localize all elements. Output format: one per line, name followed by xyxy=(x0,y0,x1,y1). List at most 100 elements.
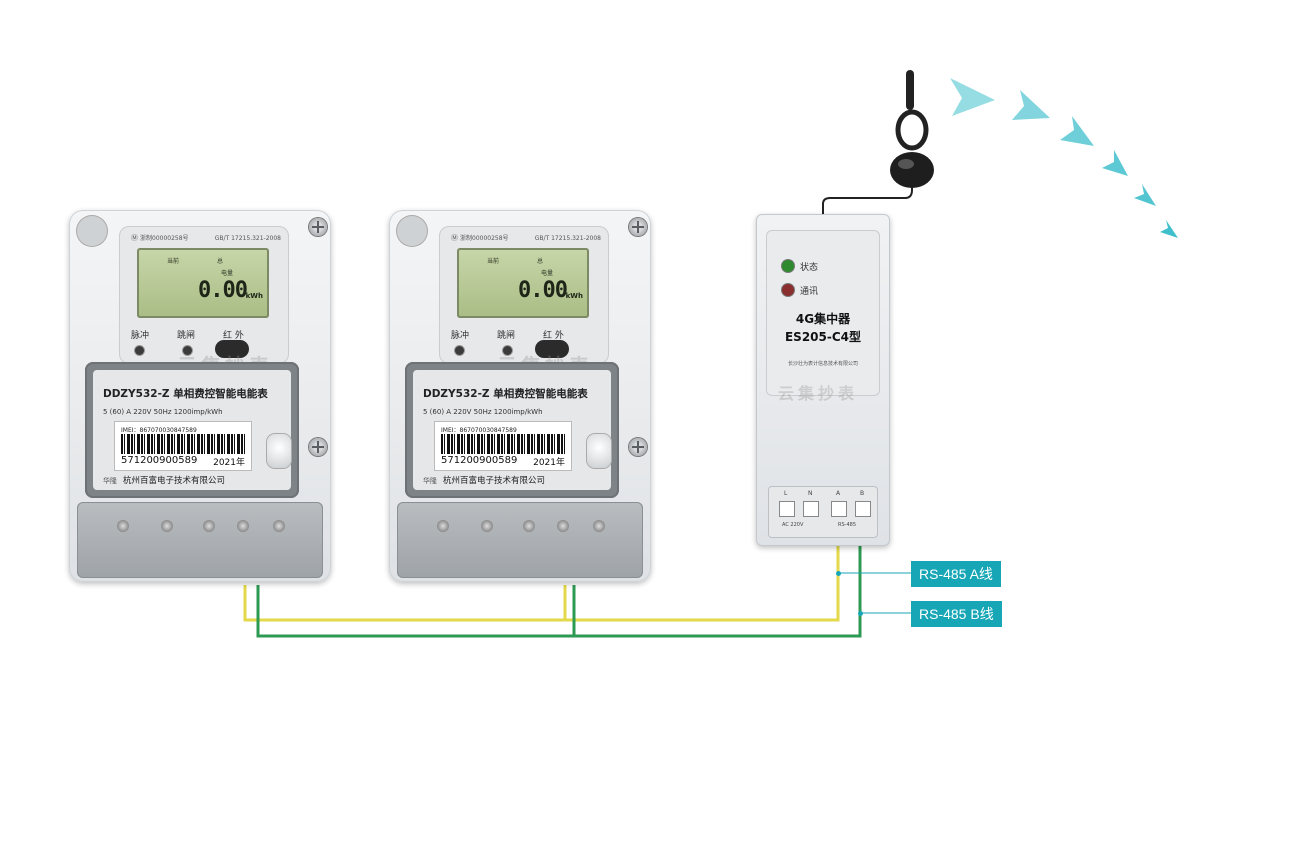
concentrator-company: 长沙壮为表计信息技术有限公司 xyxy=(787,361,858,367)
watermark: 云集抄表 xyxy=(778,384,859,403)
cert-code: 浙制00000258号 xyxy=(140,235,189,242)
lcd-label-total: 总 xyxy=(537,258,544,265)
imei-text: IMEI：867070030847589 xyxy=(441,427,517,434)
screw-icon xyxy=(629,438,647,456)
lcd-label-energy: 电量 xyxy=(541,270,554,277)
indicator-ir-label: 红 外 xyxy=(543,331,564,341)
meter-company: 华隆杭州百富电子技术有限公司 xyxy=(423,474,545,486)
connection-dot xyxy=(836,571,841,576)
manufacture-year: 2021年 xyxy=(533,458,565,468)
concentrator-title: 4G集中器 xyxy=(795,312,851,326)
lcd-reading: 0.00 xyxy=(518,278,568,303)
terminal-screw-icon xyxy=(161,520,173,532)
trip-led-icon xyxy=(183,346,192,355)
standard-code: GB/T 17215.321-2008 xyxy=(534,234,601,242)
terminal-label-l: L xyxy=(784,490,788,497)
imei-text: IMEI：867070030847589 xyxy=(121,427,197,434)
rs485-b-label: RS-485 B线 xyxy=(911,601,1002,627)
indicator-trip-label: 跳闸 xyxy=(497,331,516,341)
indicator-pulse-label: 脉冲 xyxy=(451,331,470,341)
lcd-unit: kWh xyxy=(565,292,583,300)
lcd-unit: kWh xyxy=(245,292,263,300)
indicator-trip-label: 跳闸 xyxy=(177,331,196,341)
ir-window-icon xyxy=(535,340,569,358)
lcd-screen: 当前 总 电量 0.00 kWh xyxy=(457,248,589,318)
terminal-screw-icon xyxy=(481,520,493,532)
connection-dot xyxy=(858,611,863,616)
standard-code: GB/T 17215.321-2008 xyxy=(214,234,281,242)
rs485-a-label: RS-485 A线 xyxy=(911,561,1001,587)
terminal-port-icon xyxy=(832,502,846,516)
signal-arrows xyxy=(950,78,1178,238)
terminal-port-icon xyxy=(804,502,818,516)
concentrator-front-panel: 状态 通讯 4G集中器 ES205-C4型 长沙壮为表计信息技术有限公司 xyxy=(766,230,880,396)
signal-arrow-icon xyxy=(950,78,995,116)
terminal-sub-rs485: RS-485 xyxy=(838,522,856,528)
meter-model: DDZY532-Z 单相费控智能电能表 xyxy=(103,388,268,400)
manufacture-year: 2021年 xyxy=(213,458,245,468)
lcd-label-total: 总 xyxy=(217,258,224,265)
concentrator-terminal: L N A B AC 220V RS-485 xyxy=(768,486,878,538)
seal-icon xyxy=(77,216,107,246)
comm-led-icon xyxy=(782,284,794,296)
signal-arrow-icon xyxy=(1134,184,1156,206)
status-label: 状态 xyxy=(800,263,819,273)
terminal-label-a: A xyxy=(836,490,841,497)
cmc-icon: Ⓜ xyxy=(451,234,458,242)
company-name: 杭州百富电子技术有限公司 xyxy=(443,476,546,486)
terminal-screw-icon xyxy=(203,520,215,532)
lcd-label-current: 当前 xyxy=(487,258,500,265)
serial-number: 571200900589 xyxy=(121,455,198,466)
barcode-icon xyxy=(441,434,565,454)
pulse-led-icon xyxy=(135,346,144,355)
signal-arrow-icon xyxy=(1160,220,1178,238)
terminal-screw-icon xyxy=(237,520,249,532)
seal-icon xyxy=(397,216,427,246)
terminal-block xyxy=(77,502,323,578)
terminal-port-icon xyxy=(780,502,794,516)
terminal-block xyxy=(397,502,643,578)
comm-label: 通讯 xyxy=(800,287,819,297)
ir-window-icon xyxy=(215,340,249,358)
meter-company: 华隆杭州百富电子技术有限公司 xyxy=(103,474,225,486)
terminal-screw-icon xyxy=(557,520,569,532)
meter-spec: 5 (60) A 220V 50Hz 1200imp/kWh xyxy=(103,408,223,416)
nameplate: DDZY532-Z 单相费控智能电能表 5 (60) A 220V 50Hz 1… xyxy=(85,362,299,498)
lcd-label-current: 当前 xyxy=(167,258,180,265)
company-name: 杭州百富电子技术有限公司 xyxy=(123,476,226,486)
meter-spec: 5 (60) A 220V 50Hz 1200imp/kWh xyxy=(423,408,543,416)
antenna-icon xyxy=(890,70,934,188)
imei-label: IMEI：867070030847589 571200900589 2021年 xyxy=(115,422,251,470)
serial-number: 571200900589 xyxy=(441,455,518,466)
imei-label: IMEI：867070030847589 571200900589 2021年 xyxy=(435,422,571,470)
barcode-icon xyxy=(121,434,245,454)
terminal-sub-ac: AC 220V xyxy=(782,522,804,528)
concentrator-model: ES205-C4型 xyxy=(784,330,862,344)
terminal-label-n: N xyxy=(808,490,813,497)
screw-icon xyxy=(629,218,647,236)
indicator-ir-label: 红 外 xyxy=(223,331,244,341)
meter-model: DDZY532-Z 单相费控智能电能表 xyxy=(423,388,588,400)
indicator-pulse-label: 脉冲 xyxy=(131,331,150,341)
signal-arrow-icon xyxy=(1060,116,1094,146)
terminal-screw-icon xyxy=(523,520,535,532)
screw-icon xyxy=(309,438,327,456)
lcd-reading: 0.00 xyxy=(198,278,248,303)
antenna-cable xyxy=(822,175,913,214)
pulse-led-icon xyxy=(455,346,464,355)
reset-knob-icon xyxy=(267,434,291,468)
signal-arrow-icon xyxy=(1102,150,1128,176)
terminal-label-b: B xyxy=(860,490,865,497)
terminal-screw-icon xyxy=(273,520,285,532)
brand-logo: 华隆 xyxy=(103,477,117,485)
signal-arrow-icon xyxy=(1012,90,1050,120)
